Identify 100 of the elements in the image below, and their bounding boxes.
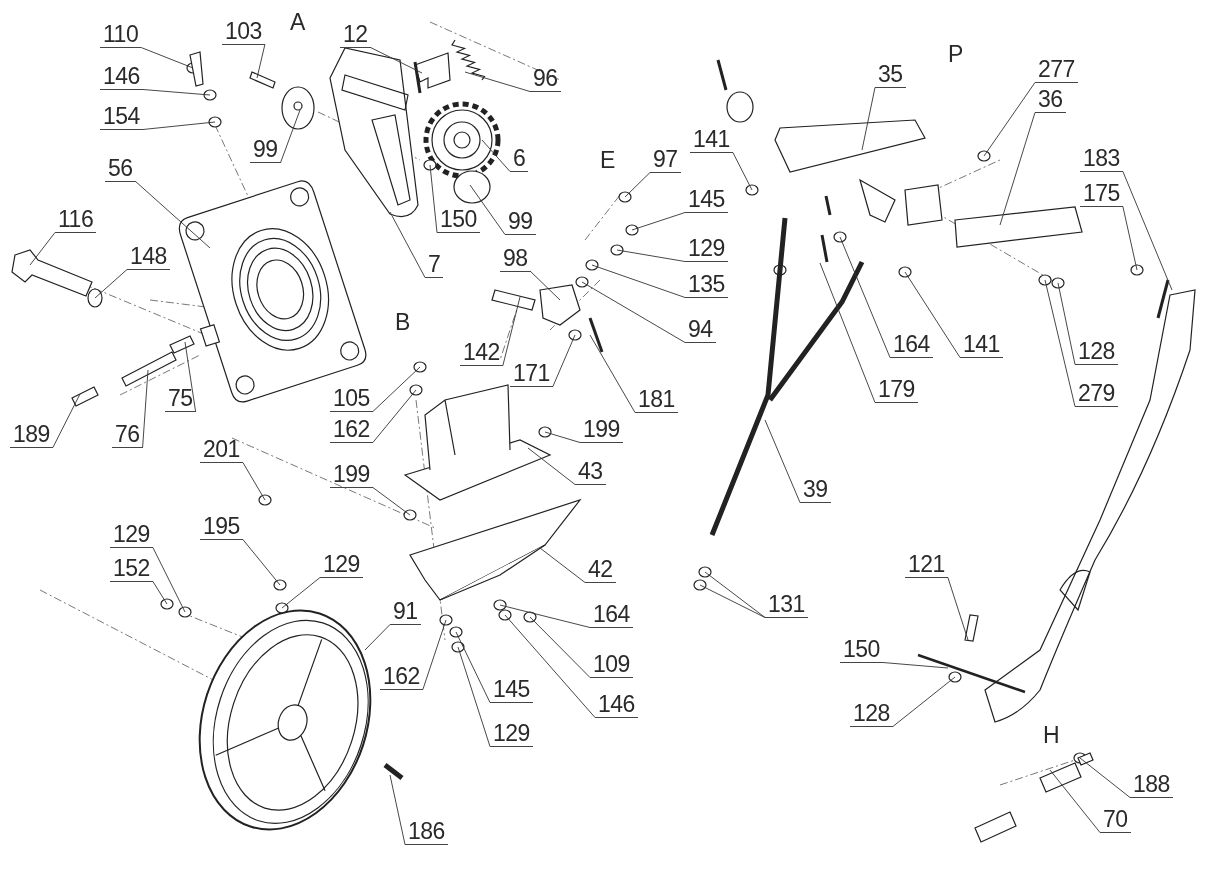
leader-line <box>52 393 81 448</box>
view-letter: E <box>600 148 616 172</box>
leader-line <box>591 264 686 298</box>
callout-number: 199 <box>330 462 373 488</box>
callout-number: 152 <box>110 556 153 582</box>
leader-line <box>469 184 506 235</box>
leader-line <box>29 232 56 266</box>
callout-number: 56 <box>105 156 136 182</box>
leader-line <box>389 774 406 845</box>
callout-number: 148 <box>127 244 170 270</box>
callout-number: 183 <box>1080 146 1123 172</box>
leader-line <box>983 82 1036 157</box>
callout-number: 94 <box>685 317 716 343</box>
leader-line <box>764 419 801 503</box>
callout-number: 195 <box>200 514 243 540</box>
callout-number: 146 <box>100 64 143 90</box>
leader-line <box>481 139 511 172</box>
leader-line <box>152 581 168 605</box>
callout-number: 75 <box>165 386 196 412</box>
callout-number: 76 <box>112 422 143 448</box>
leader-line <box>539 547 586 583</box>
leader-line <box>1079 757 1131 798</box>
callout-number: 39 <box>800 477 831 503</box>
callout-number: 129 <box>685 236 728 262</box>
leader-line <box>552 334 576 387</box>
leader-line <box>947 577 969 641</box>
leader-line <box>904 271 961 358</box>
callout-number: 129 <box>110 522 153 548</box>
callout-number: 164 <box>590 602 633 628</box>
leader-line <box>999 112 1036 226</box>
callout-number: 186 <box>405 819 448 845</box>
callout-number: 35 <box>875 62 906 88</box>
leader-line <box>819 262 876 403</box>
leader-line <box>892 676 956 727</box>
view-letter: A <box>290 10 306 34</box>
leader-line <box>135 181 211 249</box>
callout-number: 164 <box>890 332 933 358</box>
callout-number: 96 <box>530 66 561 92</box>
callout-number: 103 <box>222 19 265 45</box>
callout-number: 12 <box>340 22 371 48</box>
callout-number: 150 <box>840 637 883 663</box>
leader-line <box>732 152 753 191</box>
leader-line <box>142 369 149 448</box>
callout-number: 121 <box>905 552 948 578</box>
leader-line <box>242 462 266 501</box>
leader-line <box>372 366 421 412</box>
leader-line <box>281 577 321 609</box>
leader-line <box>616 249 686 262</box>
callout-number: 188 <box>1130 772 1173 798</box>
leader-line <box>464 71 531 92</box>
callout-number: 277 <box>1035 57 1078 83</box>
leader-line <box>184 341 197 412</box>
leader-line <box>839 236 891 358</box>
callout-number: 99 <box>505 209 536 235</box>
callout-number: 131 <box>765 592 808 618</box>
callout-number: 70 <box>1100 807 1131 833</box>
leader-line <box>527 447 576 485</box>
leader-line <box>142 89 211 96</box>
leader-line <box>256 44 266 79</box>
leader-line <box>370 47 423 74</box>
leader-line <box>140 47 194 69</box>
callout-number: 135 <box>685 272 728 298</box>
callout-number: 43 <box>575 459 606 485</box>
leader-line <box>1049 769 1101 833</box>
callout-number: 279 <box>1075 381 1118 407</box>
leader-line <box>372 487 411 516</box>
view-letter: H <box>1043 723 1060 747</box>
callout-number: 145 <box>685 187 728 213</box>
callout-number: 141 <box>960 332 1003 358</box>
callout-number: 145 <box>490 677 533 703</box>
leader-line <box>1122 171 1173 291</box>
callout-number: 146 <box>595 692 638 718</box>
leader-line <box>372 389 417 443</box>
leader-line <box>502 296 521 366</box>
view-letter: P <box>948 42 964 66</box>
callout-number: 129 <box>320 552 363 578</box>
callout-number: 181 <box>635 387 678 413</box>
callout-number: 116 <box>55 207 97 233</box>
leader-line <box>504 614 596 718</box>
callout-number: 98 <box>500 246 531 272</box>
leader-line <box>389 211 426 278</box>
leader-line <box>422 619 447 690</box>
leader-line <box>457 646 491 747</box>
leader-line <box>429 164 438 233</box>
leader-line <box>529 616 591 678</box>
leader-line <box>1057 282 1076 365</box>
callout-number: 150 <box>437 207 480 233</box>
callout-number: 171 <box>510 361 553 387</box>
callout-number: 179 <box>875 377 918 403</box>
leader-line <box>142 121 216 130</box>
callout-number: 42 <box>585 557 616 583</box>
callout-number: 99 <box>250 137 281 163</box>
view-letter: B <box>395 310 411 334</box>
callout-number: 142 <box>460 340 503 366</box>
callout-number: 154 <box>100 104 143 130</box>
leader-line <box>364 624 391 651</box>
leader-line <box>1122 206 1138 271</box>
callout-number: 128 <box>850 701 893 727</box>
callout-number: 36 <box>1035 87 1066 113</box>
callout-number: 201 <box>200 437 243 463</box>
